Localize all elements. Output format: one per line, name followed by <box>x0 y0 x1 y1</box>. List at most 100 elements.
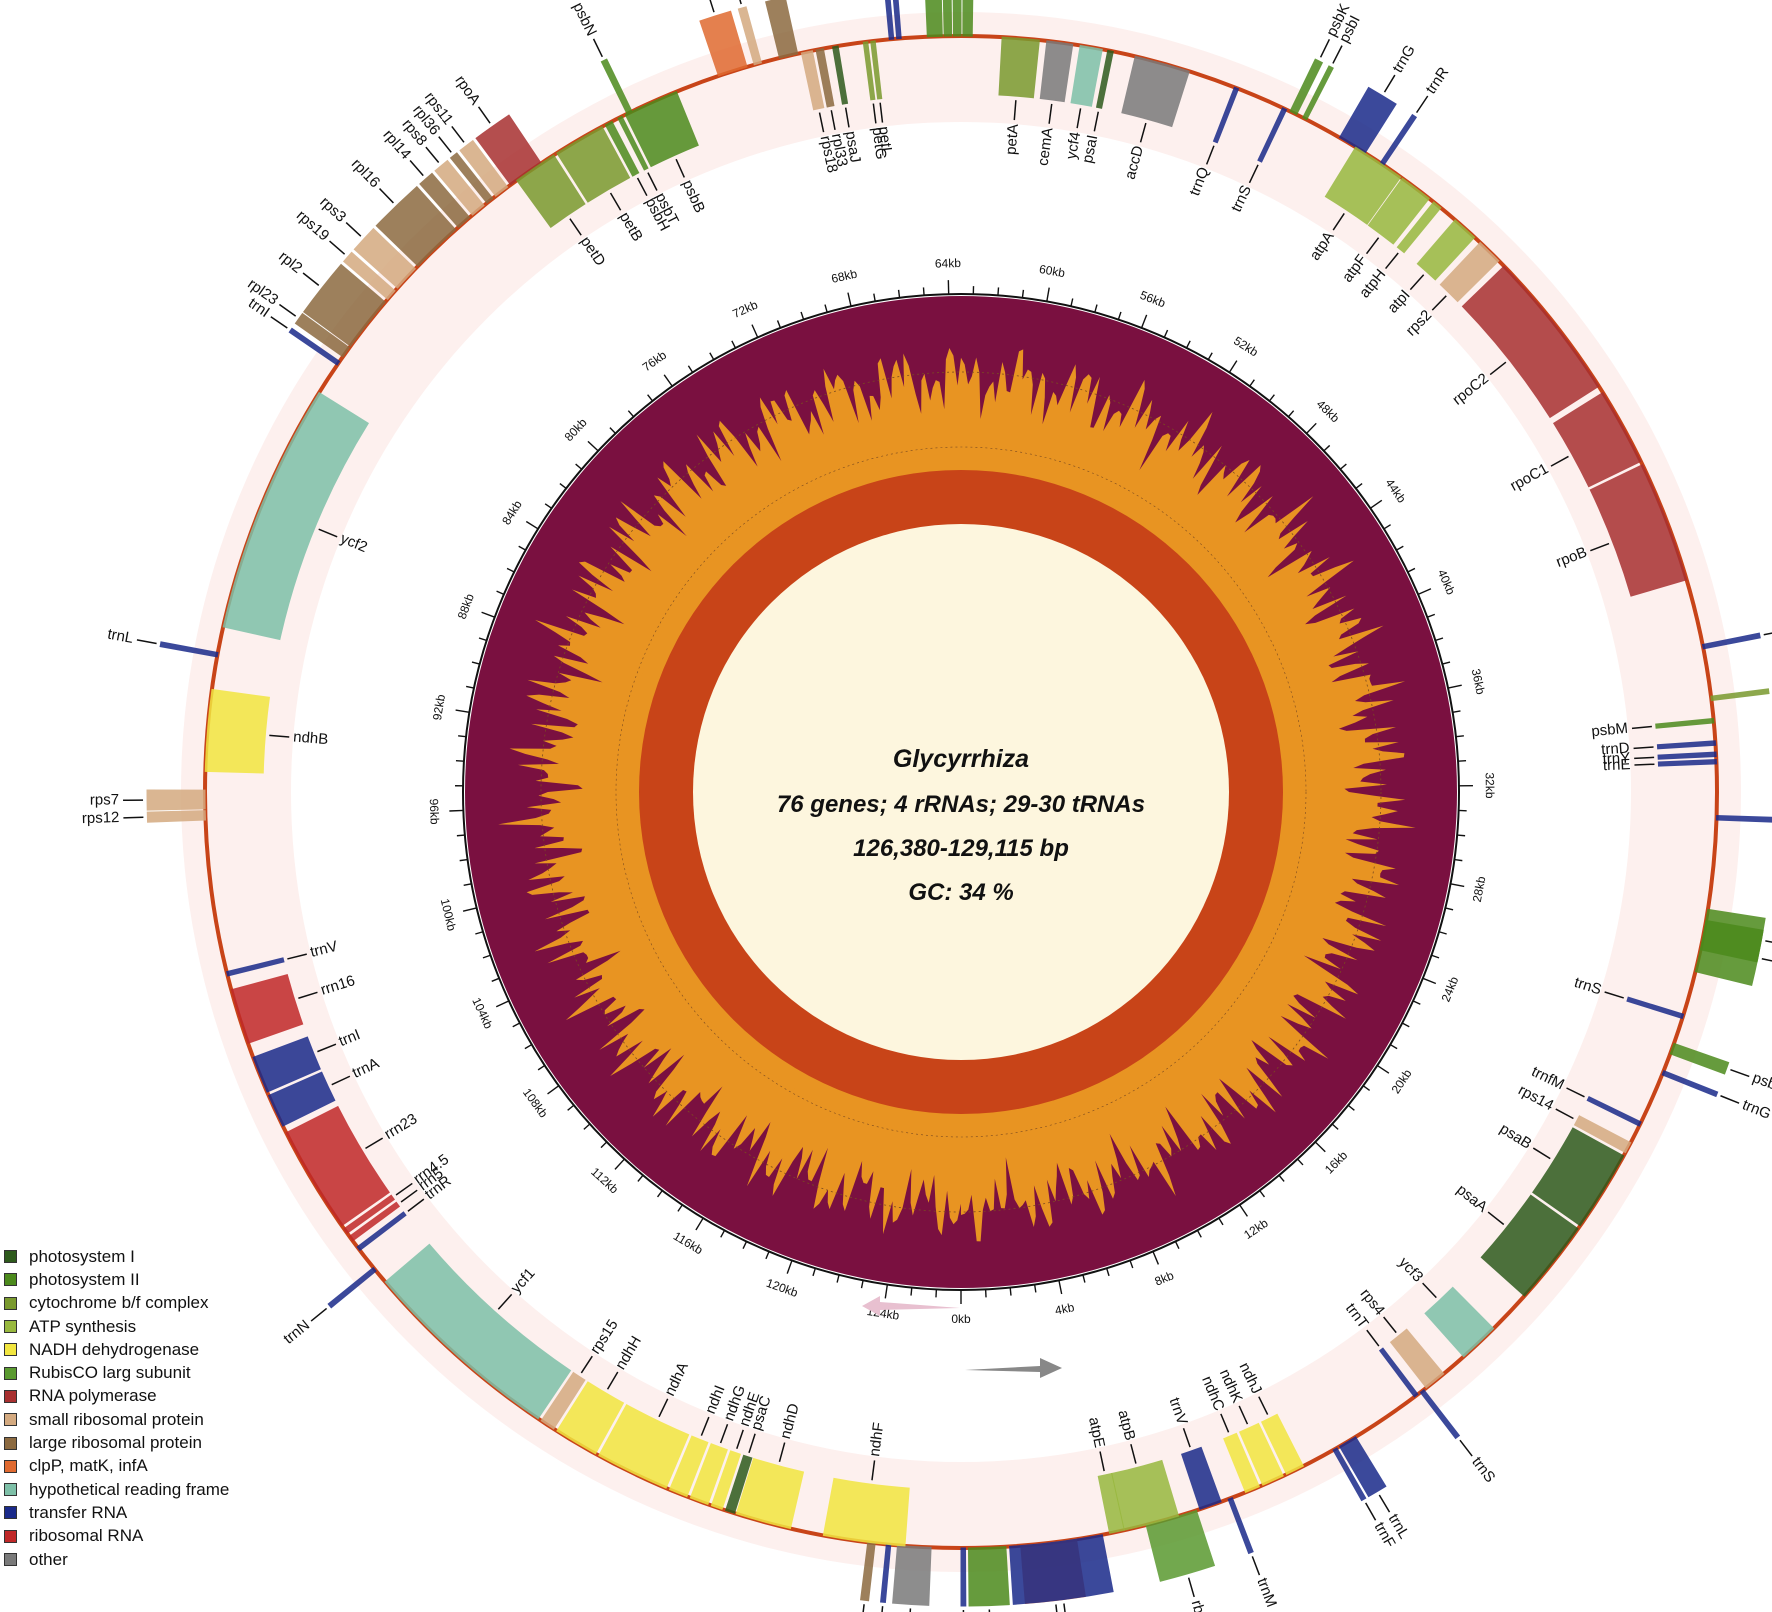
gene-block-ycf3 <box>1424 1286 1495 1358</box>
kb-tick <box>720 1229 726 1238</box>
gene-block-psbE <box>925 0 943 38</box>
gene-block-psbL <box>952 0 962 37</box>
gene-leader <box>844 107 850 128</box>
legend-swatch <box>4 1529 17 1543</box>
gene-leader <box>818 112 825 133</box>
kb-tick <box>1070 298 1074 307</box>
kb-tick <box>1395 545 1404 551</box>
gene-leader <box>748 1433 756 1454</box>
kb-tick <box>1287 410 1295 418</box>
gene-block-rpl33 <box>815 48 835 108</box>
gene-block-rps7 <box>146 789 206 811</box>
kb-tick <box>1239 1204 1249 1217</box>
kb-tick <box>1046 287 1050 302</box>
gene-block-atpI <box>1416 219 1476 281</box>
gene-leader <box>1604 991 1624 999</box>
kb-tick <box>537 1064 546 1071</box>
kb-tick <box>776 320 782 329</box>
kb-tick <box>482 954 491 959</box>
gene-leader <box>1055 1604 1058 1612</box>
gene-block-ndhD <box>735 1457 805 1530</box>
gene-leader <box>1634 763 1655 766</box>
kb-tick-label: 36kb <box>1469 667 1488 696</box>
kb-tick <box>873 293 876 302</box>
gene-block-rrn23 <box>285 1105 390 1227</box>
kb-tick <box>742 1241 748 1249</box>
kb-tick <box>860 1280 864 1289</box>
gene-leader <box>1555 1108 1574 1120</box>
kb-tick <box>1297 1158 1304 1166</box>
gene-leader <box>345 222 362 237</box>
gene-leader <box>1130 1444 1137 1464</box>
gene-leader <box>1205 145 1215 165</box>
gene-block-psaB <box>1532 1127 1625 1227</box>
gene-leader <box>1220 1413 1230 1433</box>
legend-swatch <box>4 1250 17 1264</box>
gene-leader <box>310 1307 328 1322</box>
kb-tick <box>1174 1241 1180 1249</box>
gene-leader <box>1763 632 1772 636</box>
legend-item: RNA polymerase <box>4 1385 304 1408</box>
kb-tick <box>1442 661 1451 665</box>
kb-tick <box>897 289 901 298</box>
kb-tick <box>547 1085 560 1095</box>
kb-tick <box>575 463 583 470</box>
gene-block-ndhH <box>556 1381 625 1455</box>
kb-tick <box>687 365 694 373</box>
legend-item: ATP synthesis <box>4 1315 304 1338</box>
legend-item: RubisCO larg subunit <box>4 1361 304 1384</box>
kb-tick-label: 8kb <box>1153 1268 1177 1289</box>
gene-label: trnR <box>1422 64 1452 97</box>
kb-tick <box>524 1043 533 1050</box>
gene-block-ndhB <box>204 688 271 774</box>
kb-tick <box>506 567 515 573</box>
gene-leader <box>862 1604 865 1612</box>
gene-block-rpoB <box>1589 464 1688 597</box>
gene-block-atpH <box>1396 201 1442 254</box>
gene-block-atpE <box>1097 1472 1125 1534</box>
gene-leader <box>1489 361 1507 376</box>
kb-tick <box>1362 1085 1371 1091</box>
gene-block-trnI <box>252 1036 321 1093</box>
gene-block-psaI <box>1095 49 1114 109</box>
kb-tick <box>1249 379 1255 387</box>
kb-tick <box>1457 834 1466 837</box>
legend-item: large ribosomal protein <box>4 1431 304 1454</box>
gene-label: trnV <box>308 938 339 961</box>
legend-label: photosystem I <box>29 1246 135 1266</box>
kb-tick <box>1376 1064 1390 1074</box>
gene-leader <box>395 1182 413 1196</box>
gene-leader <box>1383 1316 1397 1334</box>
gene-block-ndhK <box>1238 1422 1284 1486</box>
gc-inner-line <box>615 446 1307 1138</box>
gene-block-rps11 <box>459 139 509 197</box>
kb-tick <box>567 1104 575 1111</box>
kb-tick <box>559 482 567 489</box>
gene-leader <box>451 125 465 143</box>
kb-tick <box>1306 422 1317 434</box>
gene-leader <box>1365 1502 1377 1521</box>
gene-block-petL <box>870 40 883 100</box>
kb-tick <box>462 907 477 912</box>
gene-block-atpB <box>1111 1459 1180 1531</box>
kb-tick <box>1435 637 1444 642</box>
kb-tick <box>709 352 715 361</box>
gene-block-psbF <box>942 0 953 37</box>
gene-block-psbI <box>1302 65 1334 121</box>
gene-block-trnT <box>1378 1347 1419 1398</box>
gc-midline <box>540 371 1382 1213</box>
gene-block-trnS <box>1419 1388 1461 1440</box>
legend-swatch <box>4 1506 17 1520</box>
gene-label: rpoA <box>451 72 483 108</box>
legend-label: ribosomal RNA <box>29 1526 144 1546</box>
gene-leader <box>569 218 582 236</box>
gene-leader <box>881 1606 884 1612</box>
gene-leader <box>1761 958 1772 962</box>
kb-tick-label: 92kb <box>430 693 448 721</box>
kb-tick <box>459 858 468 862</box>
legend-swatch <box>4 1436 17 1450</box>
gene-leader <box>378 188 394 204</box>
gene-leader <box>1383 74 1396 93</box>
kb-tick <box>1401 1022 1410 1028</box>
gene-label: trnG <box>1740 1096 1772 1123</box>
